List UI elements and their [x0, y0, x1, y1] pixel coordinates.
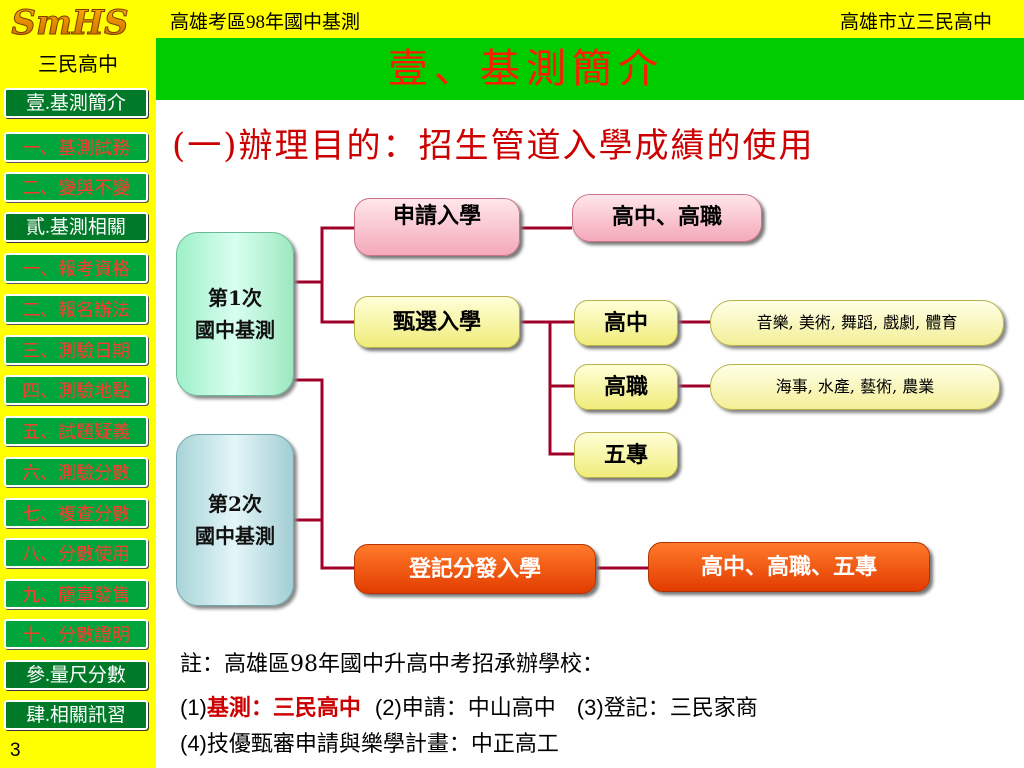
second-test-line2: 國中基測: [195, 524, 275, 548]
nav-score-usage[interactable]: 八、分數使用: [4, 538, 148, 568]
connector-exam1-register: [294, 378, 354, 570]
connector-exam1-select: [320, 282, 354, 324]
nav-eligibility[interactable]: 一、報考資格: [4, 253, 148, 283]
title-bar: [156, 38, 1024, 100]
first-basic-test: 第1次 國中基測: [176, 232, 294, 396]
nav-related-info[interactable]: 肆.相關訊習: [4, 700, 148, 730]
note-p1-text: 基測：三民高中: [206, 695, 361, 721]
nav-changes[interactable]: 二、變與不變: [4, 172, 148, 202]
register-admission-box: 登記分發入學: [354, 544, 596, 594]
second-basic-test: 第2次 國中基測: [176, 434, 294, 606]
note-p1-prefix: (1): [180, 695, 207, 720]
logo-text: SmHS: [11, 3, 128, 42]
slide-title: 壹、基測簡介: [388, 46, 664, 92]
note-p4-prefix: (4): [180, 731, 207, 756]
note-p2-prefix: (2): [374, 695, 402, 720]
hs-fields-box: 音樂, 美術, 舞蹈, 戲劇, 體育: [710, 300, 1004, 346]
apply-target-box: 高中、高職: [572, 194, 762, 242]
sidebar-school-label: 三民高中: [38, 54, 118, 76]
nav-test-related[interactable]: 貳.基測相關: [4, 212, 148, 242]
apply-admission-box: 申請入學: [354, 198, 520, 256]
note-heading: 註：高雄區98年國中升高中考招承辦學校：: [180, 652, 604, 677]
voc-fields-box: 海事, 水產, 藝術, 農業: [710, 364, 1000, 410]
nav-score-review[interactable]: 七、複查分數: [4, 498, 148, 528]
connector-select-branches: [520, 320, 574, 456]
select-admission-box: 甄選入學: [354, 296, 520, 348]
register-target-box: 高中、高職、五專: [648, 542, 930, 592]
header-school: 高雄市立三民高中: [840, 12, 993, 33]
nav-registration[interactable]: 二、報名辦法: [4, 294, 148, 324]
nav-brochure-sale[interactable]: 九、簡章發售: [4, 579, 148, 609]
select-voc-box: 高職: [574, 364, 678, 410]
connector-exam1-apply: [294, 226, 354, 284]
section-subtitle: (一)辦理目的：招生管道入學成績的使用: [172, 126, 815, 166]
nav-basic-test-intro[interactable]: 壹.基測簡介: [4, 88, 148, 118]
note-p3-prefix: (3): [576, 695, 604, 720]
nav-test-dates[interactable]: 三、測驗日期: [4, 335, 148, 365]
note-line-2: (1)基測：三民高中 (2)申請：中山高中 (3)登記：三民家商: [180, 690, 758, 722]
second-test-line1: 第2次: [208, 492, 262, 516]
nav-question-doubts[interactable]: 五、試題疑義: [4, 416, 148, 446]
note-p2-text: 申請：中山高中: [401, 696, 556, 721]
nav-test-affairs[interactable]: 一、基測試務: [4, 132, 148, 162]
nav-score-certificate[interactable]: 十、分數證明: [4, 619, 148, 649]
select-jc-box: 五專: [574, 432, 678, 478]
nav-scale-scores[interactable]: 參.量尺分數: [4, 660, 148, 690]
header-exam-area: 高雄考區98年國中基測: [170, 12, 361, 33]
note-line-3: (4)技優甄審申請與樂學計畫：中正高工: [180, 726, 559, 758]
school-logo: SmHS: [11, 3, 129, 43]
note-p4-text: 技優甄審申請與樂學計畫：中正高工: [206, 732, 559, 757]
page-number: 3: [10, 740, 21, 761]
select-hs-box: 高中: [574, 300, 678, 346]
header-bar: [0, 0, 1024, 38]
nav-test-locations[interactable]: 四、測驗地點: [4, 375, 148, 405]
nav-test-scores[interactable]: 六、測驗分數: [4, 457, 148, 487]
first-test-line2: 國中基測: [195, 318, 275, 342]
note-p3-text: 登記：三民家商: [603, 696, 758, 721]
first-test-line1: 第1次: [208, 286, 262, 310]
